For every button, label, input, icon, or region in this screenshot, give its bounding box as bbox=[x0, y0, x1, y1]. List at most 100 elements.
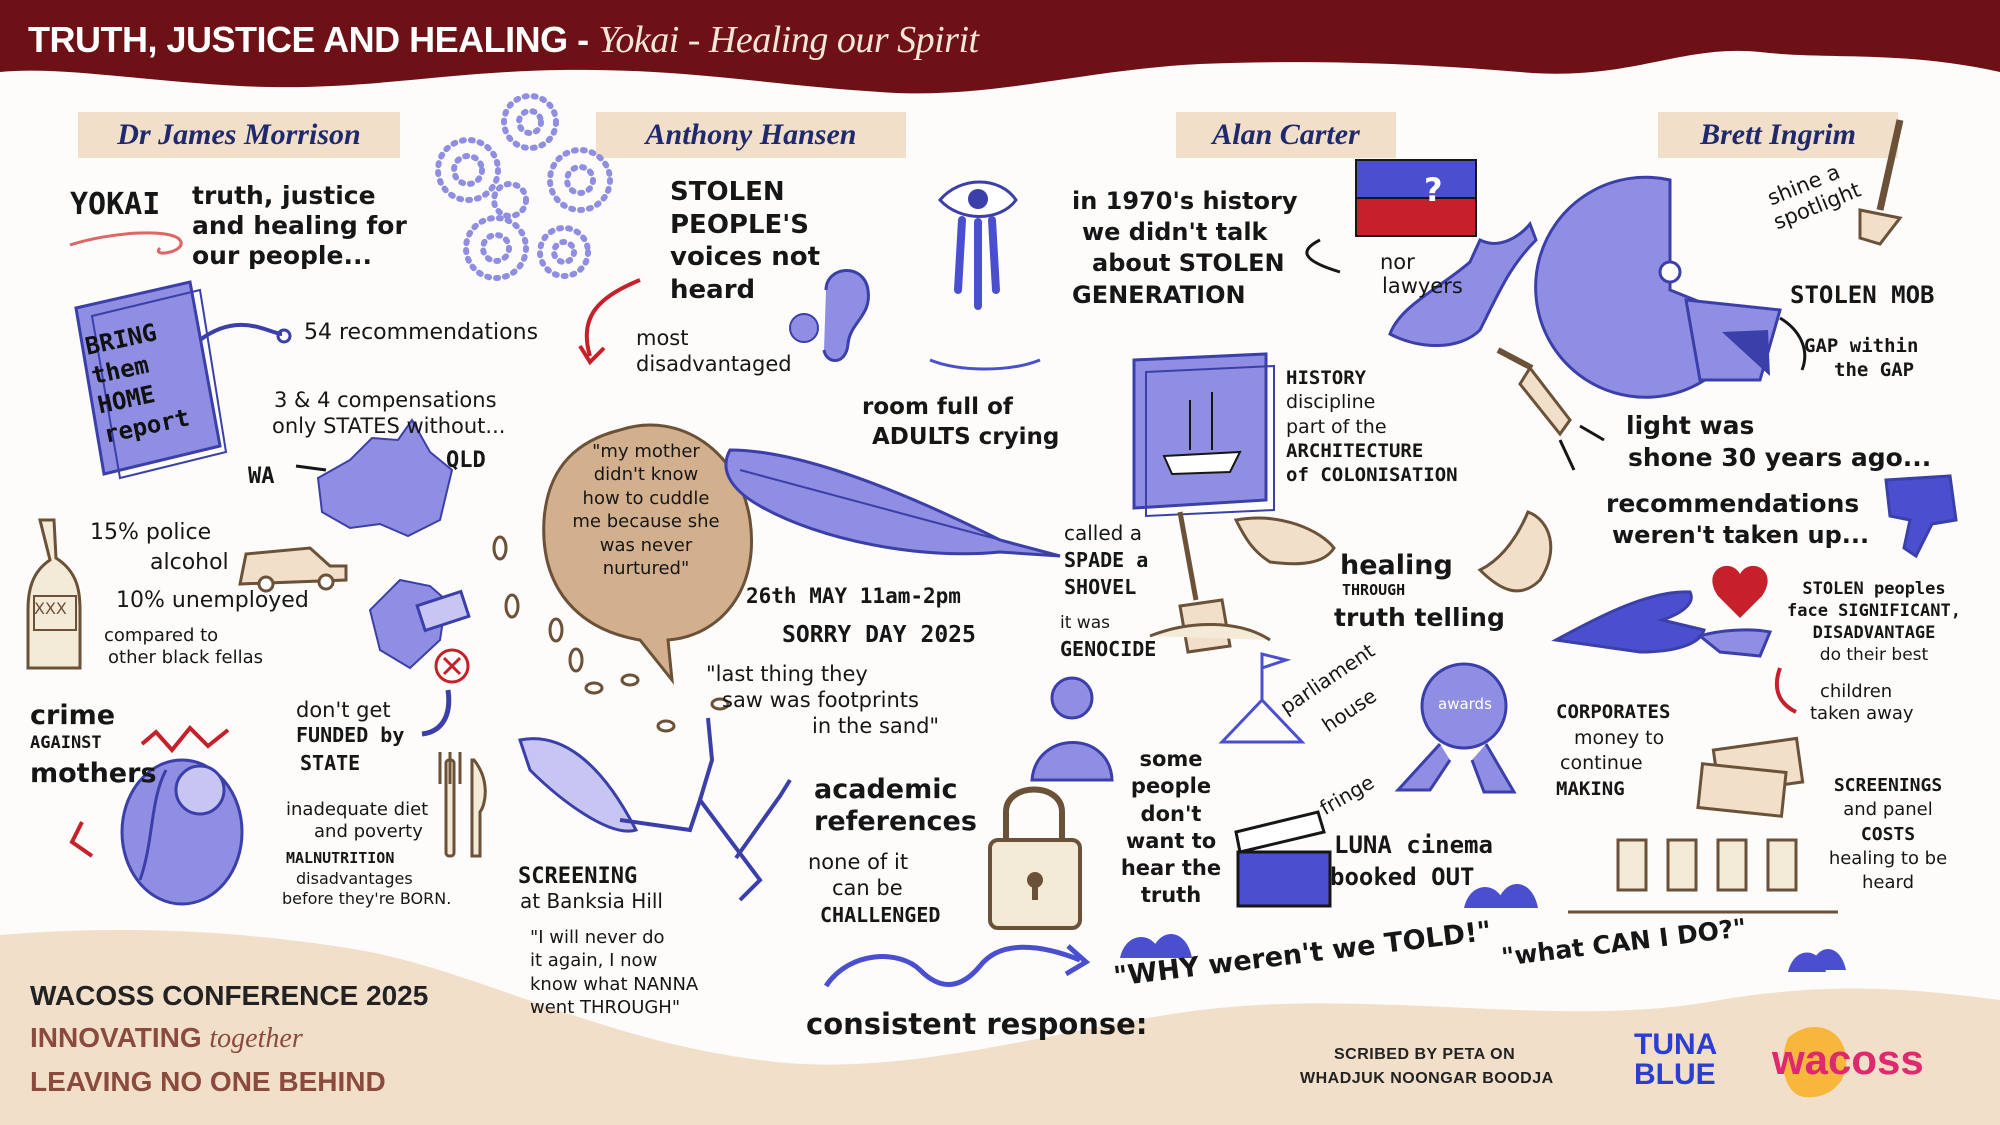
truth-line-2: and healing for bbox=[192, 211, 407, 240]
aboriginal-flag-icon bbox=[1355, 159, 1477, 237]
none-line-3: CHALLENGED bbox=[820, 903, 941, 927]
luna-line-1: LUNA cinema bbox=[1334, 831, 1493, 859]
book-icon bbox=[74, 280, 228, 480]
recs-line-2: weren't taken up... bbox=[1612, 521, 1870, 549]
footer-conference: WACOSS CONFERENCE 2025 bbox=[30, 980, 429, 1011]
diet-line-5: before they're BORN. bbox=[282, 889, 452, 908]
flag-question-mark: ? bbox=[1424, 171, 1443, 209]
heart-icon bbox=[1712, 565, 1768, 618]
money-icon bbox=[1696, 736, 1805, 818]
wa-label: WA bbox=[248, 464, 275, 489]
healing-line-1: healing bbox=[1340, 550, 1453, 581]
squiggle-icon bbox=[69, 231, 183, 255]
gap-line-2: the GAP bbox=[1834, 359, 1915, 381]
unemployed-stat: 10% unemployed bbox=[116, 588, 309, 613]
police-stat: 15% police bbox=[90, 520, 212, 545]
footer-leaving: LEAVING NO ONE BEHIND bbox=[30, 1066, 386, 1097]
spade-icon bbox=[1149, 511, 1271, 654]
none-line-1: none of it bbox=[808, 850, 909, 874]
last-line-2: saw was footprints bbox=[722, 688, 919, 712]
banksia-icon bbox=[518, 717, 792, 902]
speech-bubble-icon bbox=[542, 423, 753, 685]
screening-title: SCREENING bbox=[518, 864, 638, 889]
stolen-mob-label: STOLEN MOB bbox=[1790, 281, 1935, 309]
pie-chart-icon bbox=[1534, 175, 1782, 399]
padlock-icon bbox=[988, 786, 1082, 930]
academic-line-1: academic bbox=[814, 774, 958, 805]
history-discipline-text: HISTORY discipline part of the ARCHITECT… bbox=[1286, 367, 1458, 487]
funded-line-1: don't get bbox=[296, 698, 391, 722]
qld-label: QLD bbox=[446, 448, 486, 473]
truth-line-3: our people... bbox=[192, 241, 372, 270]
genocide-line-2: GENOCIDE bbox=[1060, 637, 1157, 661]
luna-line-2: booked OUT bbox=[1330, 863, 1475, 891]
title-subtitle: Yokai - Healing our Spirit bbox=[598, 19, 979, 61]
room-line-1: room full of bbox=[862, 394, 1013, 420]
tie-icon bbox=[1388, 221, 1538, 348]
scribed-line-2: WHADJUK NOONGAR BOODJA bbox=[1300, 1070, 1554, 1087]
speaker-tag-carter: Alan Carter bbox=[1176, 112, 1396, 158]
taxi-icon bbox=[238, 546, 348, 593]
recommendations-count: 54 recommendations bbox=[304, 320, 539, 345]
children-line-2: taken away bbox=[1810, 703, 1914, 724]
lawyers-line-1: nor bbox=[1380, 250, 1415, 274]
compensation-line-2: only STATES without... bbox=[272, 414, 506, 438]
compared-line-2: other black fellas bbox=[108, 647, 263, 668]
history-1970s-text: in 1970's history we didn't talk about S… bbox=[1072, 187, 1298, 309]
diet-line-4: disadvantages bbox=[296, 869, 413, 888]
award-rosette-icon bbox=[1394, 662, 1517, 794]
most-line-2: disadvantaged bbox=[636, 352, 792, 376]
recs-line-1: recommendations bbox=[1606, 489, 1860, 518]
person-icon bbox=[1030, 676, 1114, 782]
gap-line-1: GAP within bbox=[1804, 335, 1919, 357]
healing-line-3: truth telling bbox=[1334, 603, 1505, 632]
spotlight-icon bbox=[1496, 119, 1904, 471]
funded-line-3: STATE bbox=[300, 751, 361, 775]
screenings-text: SCREENINGS and panel COSTS healing to be… bbox=[1828, 775, 1948, 894]
scribed-line-1: SCRIBED BY PETA ON bbox=[1334, 1046, 1516, 1063]
book-arrow-icon bbox=[198, 322, 283, 342]
compared-line-1: compared to bbox=[104, 625, 219, 646]
healing-line-2: THROUGH bbox=[1342, 581, 1406, 599]
academic-line-2: references bbox=[814, 806, 977, 837]
diet-line-2: and poverty bbox=[314, 821, 423, 842]
corporates-text: CORPORATES money to continue MAKING bbox=[1556, 701, 1671, 800]
australia-map-icon bbox=[316, 418, 454, 538]
diet-line-3: MALNUTRITION bbox=[286, 849, 395, 867]
wing-icon-right bbox=[1477, 510, 1553, 593]
awards-label: awards bbox=[1438, 695, 1492, 713]
speaker-tag-hansen: Anthony Hansen bbox=[596, 112, 906, 158]
speaker-tag-morrison: Dr James Morrison bbox=[78, 112, 400, 158]
lawyers-line-2: lawyers bbox=[1382, 274, 1463, 298]
speaker-tag-ingrim: Brett Ingrim bbox=[1658, 112, 1898, 158]
genocide-line-1: it was bbox=[1060, 613, 1110, 633]
footer-wave bbox=[0, 930, 2000, 1125]
crime-line-3: mothers bbox=[30, 758, 157, 789]
bottle-icon bbox=[26, 518, 82, 670]
hands-icon bbox=[1551, 590, 1706, 654]
room-line-2: ADULTS crying bbox=[872, 424, 1060, 450]
wing-icon bbox=[1233, 516, 1336, 566]
spade-text: called a SPADE a SHOVEL bbox=[1064, 521, 1149, 599]
history-book-icon bbox=[1132, 352, 1275, 518]
mother-figure-icon bbox=[120, 758, 244, 906]
feather-icon bbox=[724, 448, 1061, 558]
title-text: TRUTH, JUSTICE AND HEALING - bbox=[28, 19, 589, 60]
crime-line-2: AGAINST bbox=[30, 733, 102, 753]
most-line-1: most bbox=[636, 326, 689, 350]
light-line-1: light was bbox=[1626, 411, 1755, 440]
sorry-day-date: 26th MAY 11am-2pm bbox=[746, 584, 961, 608]
cash-icon bbox=[415, 589, 471, 633]
header-banner bbox=[0, 0, 2000, 94]
crying-eye-icon bbox=[929, 180, 1041, 371]
cutlery-icon bbox=[438, 752, 487, 858]
yokai-label: YOKAI bbox=[70, 187, 161, 222]
footprints-icon bbox=[492, 535, 730, 733]
funded-line-2: FUNDED by bbox=[296, 723, 405, 747]
children-line-1: children bbox=[1820, 681, 1893, 702]
